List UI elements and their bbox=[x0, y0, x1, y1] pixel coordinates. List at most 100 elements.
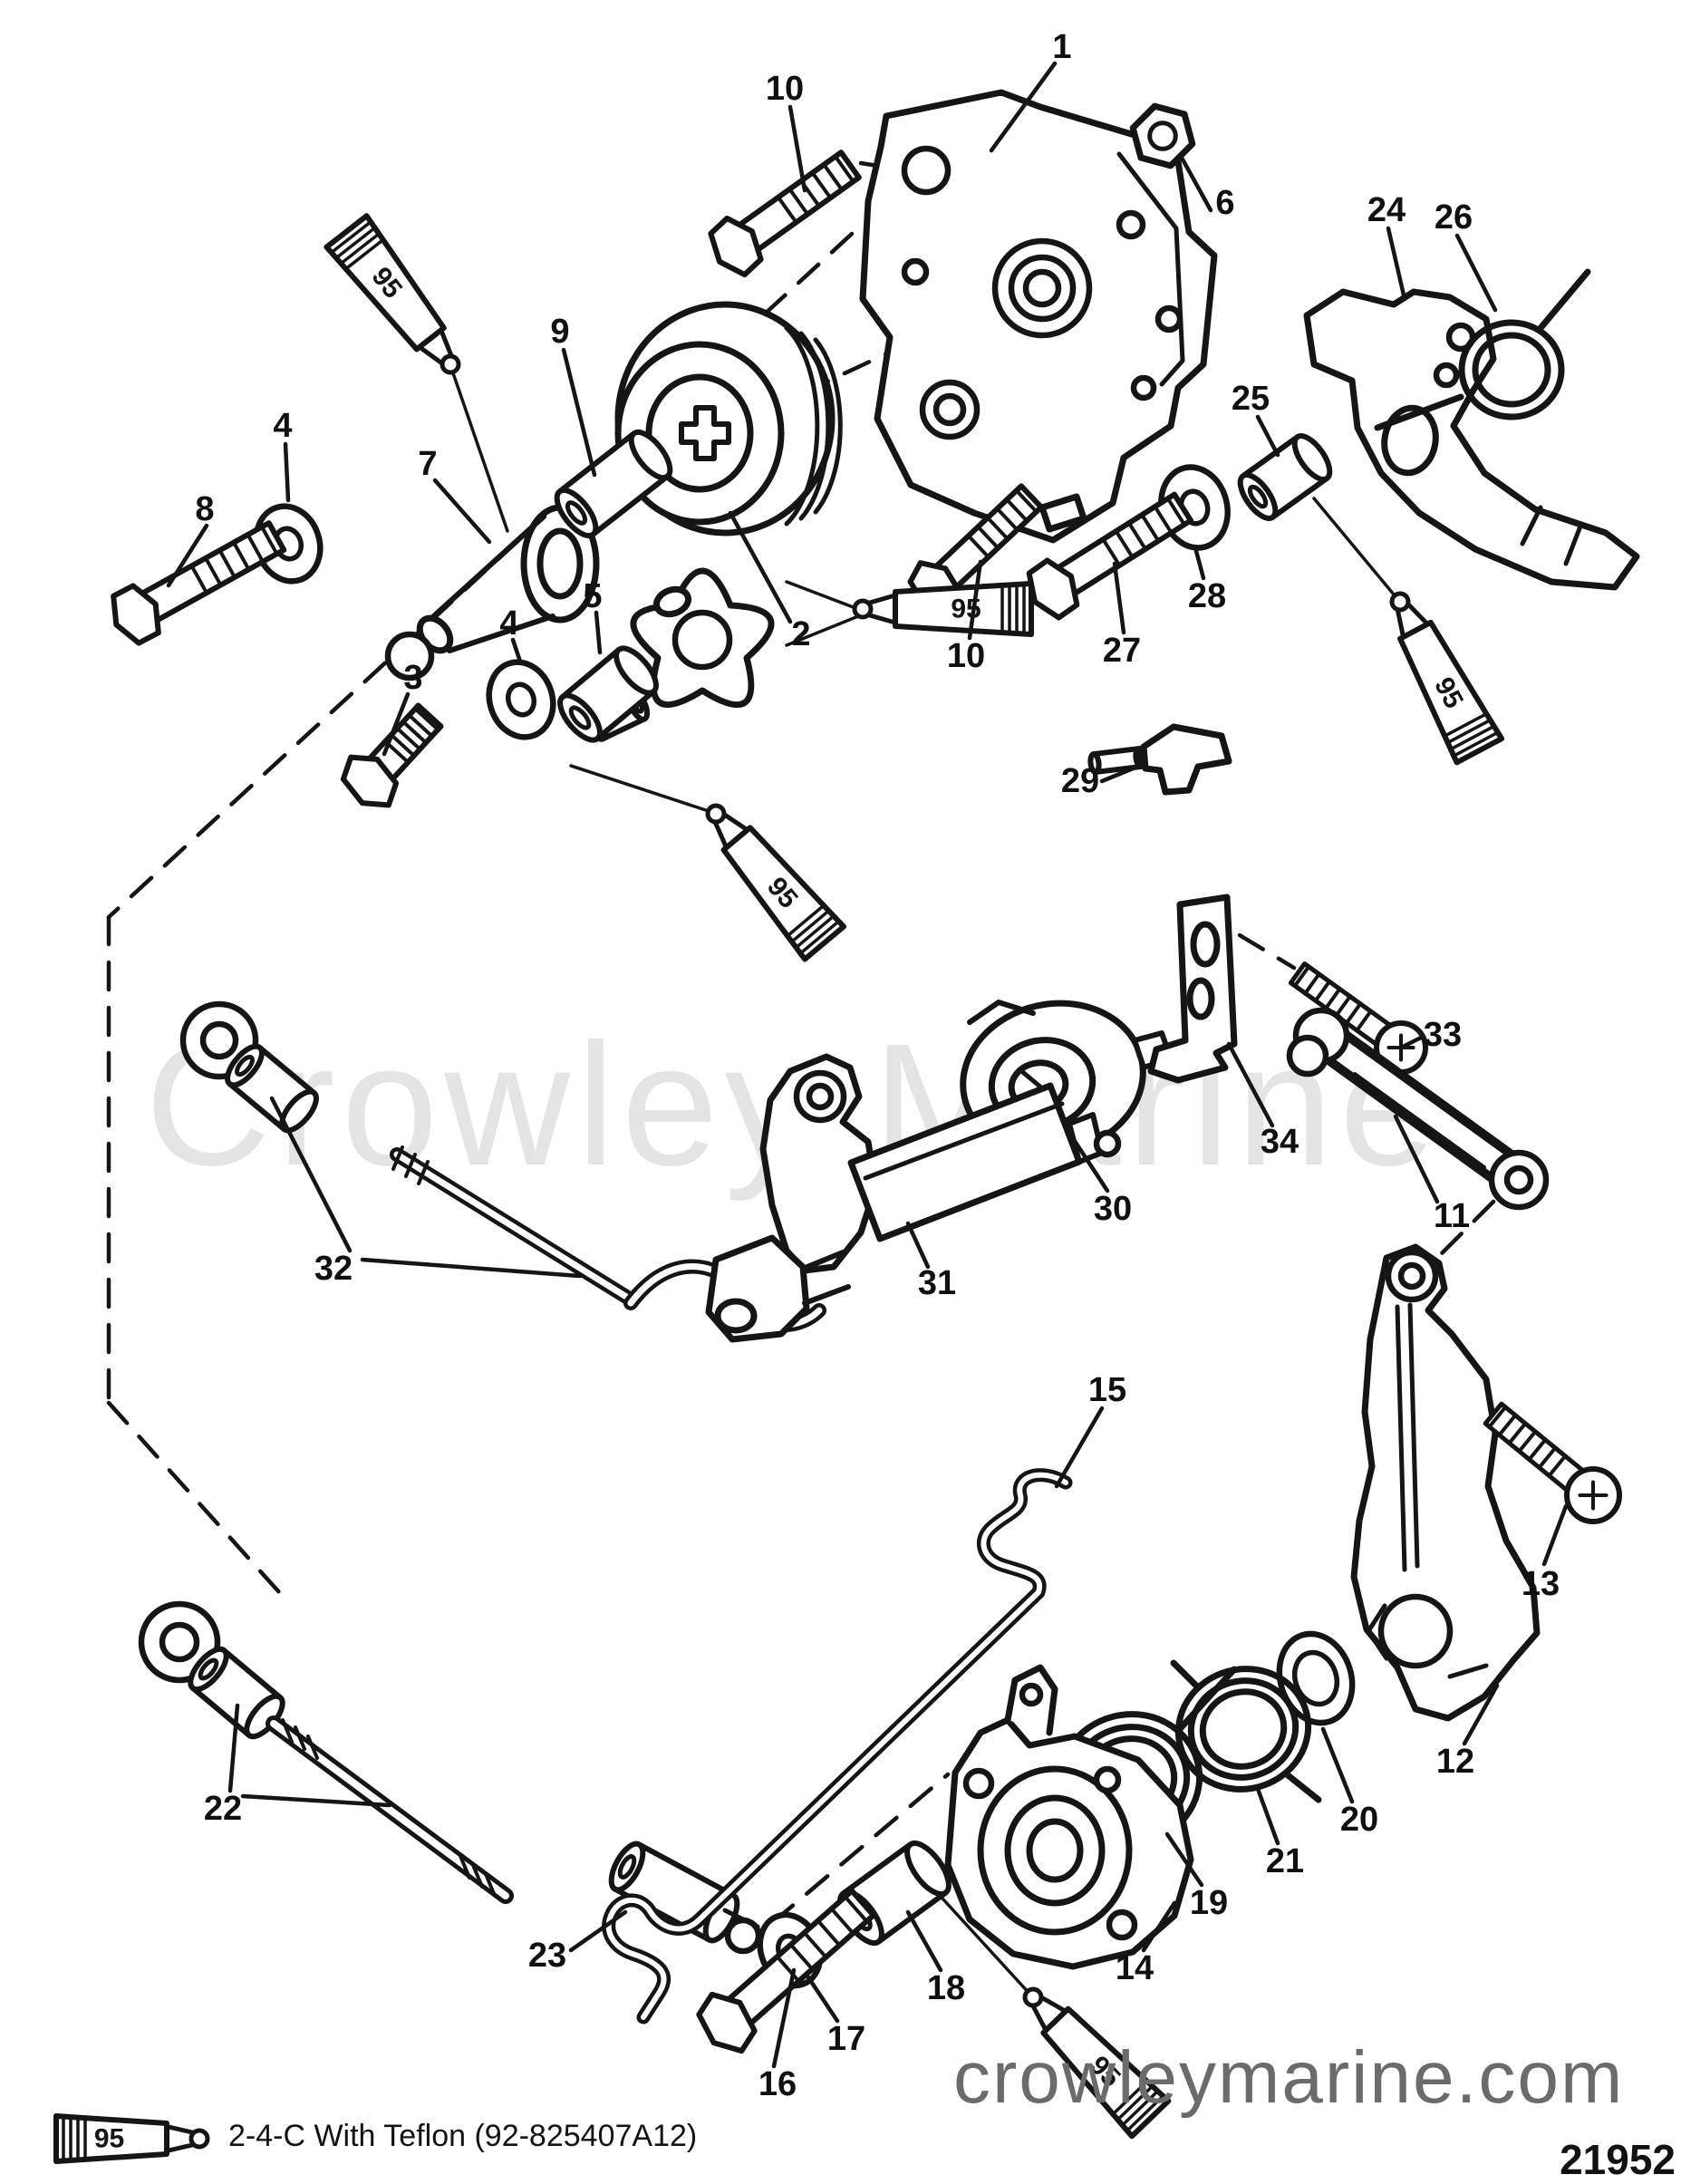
callout-leader-9 bbox=[561, 347, 597, 478]
bushing-5 bbox=[613, 645, 659, 696]
callout-leader-8 bbox=[166, 523, 209, 588]
callout-1: 1 bbox=[1052, 28, 1071, 66]
callout-33: 33 bbox=[1424, 1016, 1462, 1054]
callout-leader-21 bbox=[1255, 1786, 1280, 1846]
grease-tube-95-top-left bbox=[339, 232, 382, 266]
grease-tube-95-center bbox=[705, 803, 727, 825]
callout-leader-14 bbox=[1141, 1900, 1177, 1953]
callout-leader-2 bbox=[728, 510, 793, 624]
ball-joint-32 bbox=[199, 1020, 239, 1060]
lever-12-slot bbox=[1395, 1304, 1407, 1572]
screw-13 bbox=[1527, 1437, 1548, 1462]
actuator-31-clevis-bore bbox=[714, 1298, 758, 1334]
callout-4b: 4 bbox=[499, 604, 518, 643]
lever-12-eye bbox=[1397, 1261, 1426, 1290]
legend-text: 2-4-C With Teflon (92-825407A12) bbox=[228, 2119, 698, 2153]
drum-rib bbox=[798, 331, 831, 521]
callout-leader-20 bbox=[1320, 1726, 1355, 1804]
bushing-9 bbox=[565, 500, 588, 526]
nut-6 bbox=[1147, 121, 1178, 151]
housing-14-bore bbox=[1026, 1818, 1084, 1883]
actuator-31-neck bbox=[800, 1250, 845, 1271]
bolt-10 bbox=[834, 156, 855, 182]
rod-thread bbox=[404, 1153, 417, 1178]
callout-leader-10a bbox=[787, 104, 807, 193]
grease-tube-95-top-left bbox=[334, 226, 377, 260]
strap-hole bbox=[1186, 977, 1215, 1020]
shift-cam-24 bbox=[1303, 288, 1640, 591]
spring-21 bbox=[1199, 1688, 1288, 1770]
actuator-31-block bbox=[847, 1082, 1083, 1242]
grease-tube-95-center bbox=[789, 909, 831, 944]
actuator-31-ridge bbox=[863, 1101, 1065, 1181]
callout-leader-6 bbox=[1179, 155, 1213, 213]
bolt-3 bbox=[384, 740, 409, 763]
callout-leader-26 bbox=[1454, 233, 1498, 313]
screw-13 bbox=[1547, 1454, 1568, 1478]
grease-tube-95-mid bbox=[893, 581, 1034, 637]
bolt-10 bbox=[823, 164, 843, 190]
bolt-27 bbox=[1115, 530, 1134, 558]
clamp-tab bbox=[967, 1000, 1036, 1025]
grease-tube-95-right bbox=[1445, 718, 1493, 745]
callout-8: 8 bbox=[195, 490, 214, 528]
bolt-10 bbox=[1015, 489, 1038, 513]
rod-thread bbox=[459, 1854, 471, 1880]
cam-foot-line bbox=[1520, 505, 1543, 546]
bracket-29 bbox=[1140, 723, 1232, 796]
callout-31: 31 bbox=[918, 1264, 956, 1302]
spring-21 bbox=[1187, 1677, 1299, 1781]
callout-leader-13 bbox=[1541, 1503, 1569, 1567]
grease-tube-95-top-left bbox=[440, 353, 461, 375]
bolt-27 bbox=[1102, 538, 1121, 566]
bushing-5 bbox=[568, 705, 592, 730]
bolt-10 bbox=[996, 507, 1019, 531]
callout-leader-4b bbox=[510, 637, 523, 664]
legend-grease-tube-icon-label: 95 bbox=[94, 2124, 124, 2154]
legend-grease-tube-icon bbox=[188, 2128, 210, 2150]
screw-33 bbox=[1313, 980, 1331, 1003]
bushing-25 bbox=[1247, 484, 1269, 509]
screw-33 bbox=[1324, 987, 1342, 1010]
washer-20 bbox=[1291, 1649, 1340, 1707]
callout-leader-22 bbox=[227, 1703, 240, 1793]
callout-leader-23 bbox=[568, 1909, 628, 1953]
cam-slot bbox=[1381, 404, 1439, 477]
grease-tube-95-bottom bbox=[1125, 2094, 1164, 2132]
screw-13 bbox=[1507, 1421, 1528, 1445]
leader-thin bbox=[1312, 497, 1400, 602]
rod-thread bbox=[417, 1160, 430, 1185]
cone-side bbox=[425, 514, 546, 624]
grease-tube-95-bottom bbox=[1031, 2005, 1048, 2033]
ball-joint-32-body bbox=[279, 1088, 319, 1134]
callout-26: 26 bbox=[1435, 198, 1473, 237]
plate-bearing-boss bbox=[1022, 268, 1062, 308]
callout-34: 34 bbox=[1261, 1123, 1299, 1161]
callout-19: 19 bbox=[1190, 1884, 1228, 1922]
plate-tab bbox=[1039, 493, 1087, 533]
callout-leader-34 bbox=[1226, 1041, 1275, 1128]
drum-cross-slot bbox=[679, 405, 731, 461]
spring-21-tail bbox=[1283, 1771, 1322, 1803]
grease-tube-95-right bbox=[1389, 591, 1411, 613]
spring-21 bbox=[1174, 1666, 1312, 1793]
callout-leader-12 bbox=[1462, 1683, 1500, 1746]
diagram-shape bbox=[393, 1151, 634, 1303]
bolt-27 bbox=[1127, 522, 1147, 550]
bolt-8 bbox=[218, 549, 237, 578]
grease-tube-95-mid bbox=[852, 598, 874, 620]
spring-26 bbox=[1472, 332, 1551, 408]
plate-hole bbox=[932, 392, 967, 427]
callout-32: 32 bbox=[314, 1250, 353, 1288]
callout-21: 21 bbox=[1266, 1842, 1304, 1880]
actuator-31-stub bbox=[1093, 1129, 1122, 1158]
callout-22: 22 bbox=[204, 1790, 242, 1828]
screw-33 bbox=[1344, 1001, 1363, 1025]
bolt-27 bbox=[1166, 498, 1185, 526]
legend-grease-tube-icon bbox=[164, 2142, 195, 2153]
legend-grease-tube-icon bbox=[164, 2124, 195, 2135]
callout-11: 11 bbox=[1434, 1197, 1470, 1235]
leader-thin bbox=[785, 613, 865, 647]
grease-tube-95-mid bbox=[867, 613, 898, 625]
callout-5: 5 bbox=[583, 577, 602, 615]
